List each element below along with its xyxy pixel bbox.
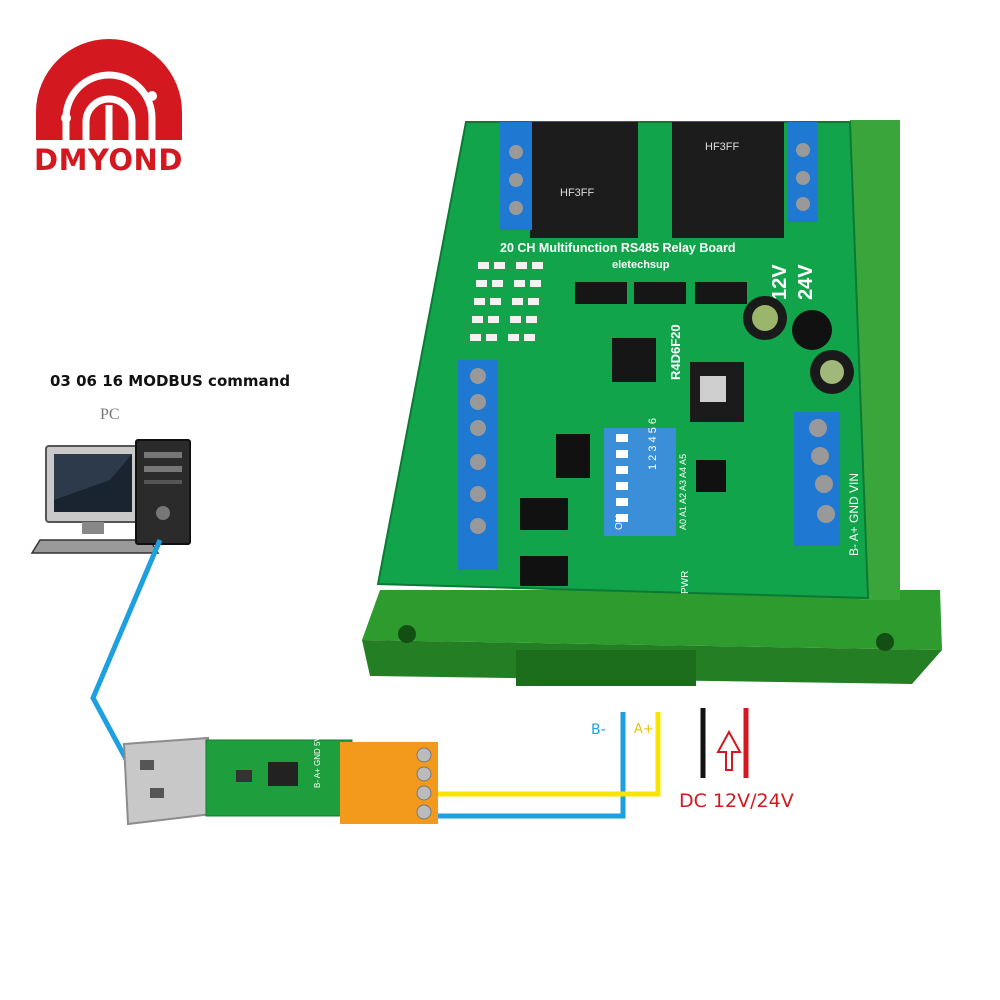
mcu-chip bbox=[612, 338, 656, 382]
a-plus-label: A+ bbox=[634, 722, 654, 737]
b-minus-label: B- bbox=[591, 722, 606, 738]
svg-text:HF3FF: HF3FF bbox=[560, 187, 595, 199]
svg-text:24V: 24V bbox=[795, 264, 817, 300]
svg-text:1 2 3 4 5 6: 1 2 3 4 5 6 bbox=[647, 418, 659, 470]
dc-power-label: DC 12V/24V bbox=[679, 790, 794, 812]
relay-board: HF3FF HF3FF 20 CH Multifunction RS485 Re… bbox=[376, 121, 870, 600]
status-leds bbox=[470, 262, 543, 341]
brand-logo-icon bbox=[36, 39, 182, 140]
board-maker: eletechsup bbox=[612, 259, 670, 271]
wire-b-minus bbox=[425, 712, 626, 819]
svg-text:PWR: PWR bbox=[680, 571, 691, 594]
desktop-pc-icon bbox=[30, 439, 191, 554]
usb-rs485-adapter: B- A+ GND 5V bbox=[122, 736, 438, 826]
modbus-command-label: 03 06 16 MODBUS command bbox=[50, 372, 291, 390]
brand-name: DMYOND bbox=[34, 143, 183, 177]
relay-icon: HF3FF HF3FF bbox=[530, 122, 784, 238]
svg-text:12V: 12V bbox=[769, 264, 791, 300]
board-title: 20 CH Multifunction RS485 Relay Board bbox=[500, 241, 735, 255]
power-up-arrow-icon bbox=[716, 729, 742, 771]
svg-text:HF3FF: HF3FF bbox=[705, 141, 740, 153]
usb-plug-icon bbox=[122, 736, 214, 826]
svg-text:B- A+ GND VIN: B- A+ GND VIN bbox=[847, 473, 861, 556]
board-model: R4D6F20 bbox=[668, 324, 683, 380]
pc-usb-cable bbox=[90, 539, 163, 774]
svg-text:ON: ON bbox=[614, 515, 625, 530]
pc-label: PC bbox=[100, 406, 120, 423]
wire-a-plus bbox=[425, 712, 661, 797]
usb-adapter-pins: B- A+ GND 5V bbox=[313, 736, 322, 788]
svg-text:A0 A1 A2 A3 A4 A5: A0 A1 A2 A3 A4 A5 bbox=[678, 454, 688, 530]
